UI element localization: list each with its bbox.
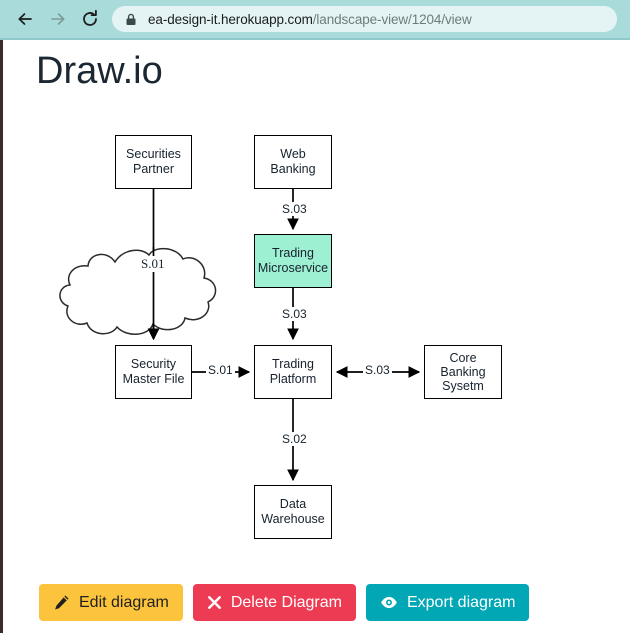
pencil-icon [53,594,70,611]
edge-label-platform-to-warehouse: S.02 [280,432,309,446]
edge-label-master-to-platform: S.01 [206,363,235,377]
arrow-left-icon [18,13,32,25]
close-x-icon [207,595,222,610]
edge-label-webbanking-to-microservice: S.03 [280,202,309,216]
browser-toolbar: ea-design-it.herokuapp.com/landscape-vie… [0,0,630,38]
edit-diagram-label: Edit diagram [79,593,169,611]
edge-label-securities-to-master: S.01 [139,256,167,272]
url-path: /landscape-view/1204/view [312,11,472,27]
action-bar: Edit diagram Delete Diagram Export diagr… [39,584,530,621]
delete-diagram-label: Delete Diagram [230,593,342,611]
toolbar-divider [0,38,630,40]
arrow-right-icon [51,13,65,25]
network-cloud-icon [59,247,217,335]
diagram-connectors [59,189,421,482]
url-host: ea-design-it.herokuapp.com [148,11,313,27]
forward-button[interactable] [47,8,69,30]
url-text: ea-design-it.herokuapp.com/landscape-vie… [148,12,472,27]
edge-label-platform-to-corebanking: S.03 [363,363,392,377]
eye-icon [380,595,398,610]
edge-label-microservice-to-platform: S.03 [280,307,309,321]
reload-icon [83,9,97,26]
reload-button[interactable] [79,8,101,30]
delete-diagram-button[interactable]: Delete Diagram [192,584,356,621]
back-button[interactable] [14,8,36,30]
page-title: Draw.io [36,50,163,92]
lock-icon [124,12,138,26]
page-content: Draw.io [0,40,630,633]
export-diagram-label: Export diagram [406,593,516,611]
export-diagram-button[interactable]: Export diagram [365,584,530,621]
edit-diagram-button[interactable]: Edit diagram [39,584,183,621]
address-bar[interactable]: ea-design-it.herokuapp.com/landscape-vie… [112,6,617,32]
